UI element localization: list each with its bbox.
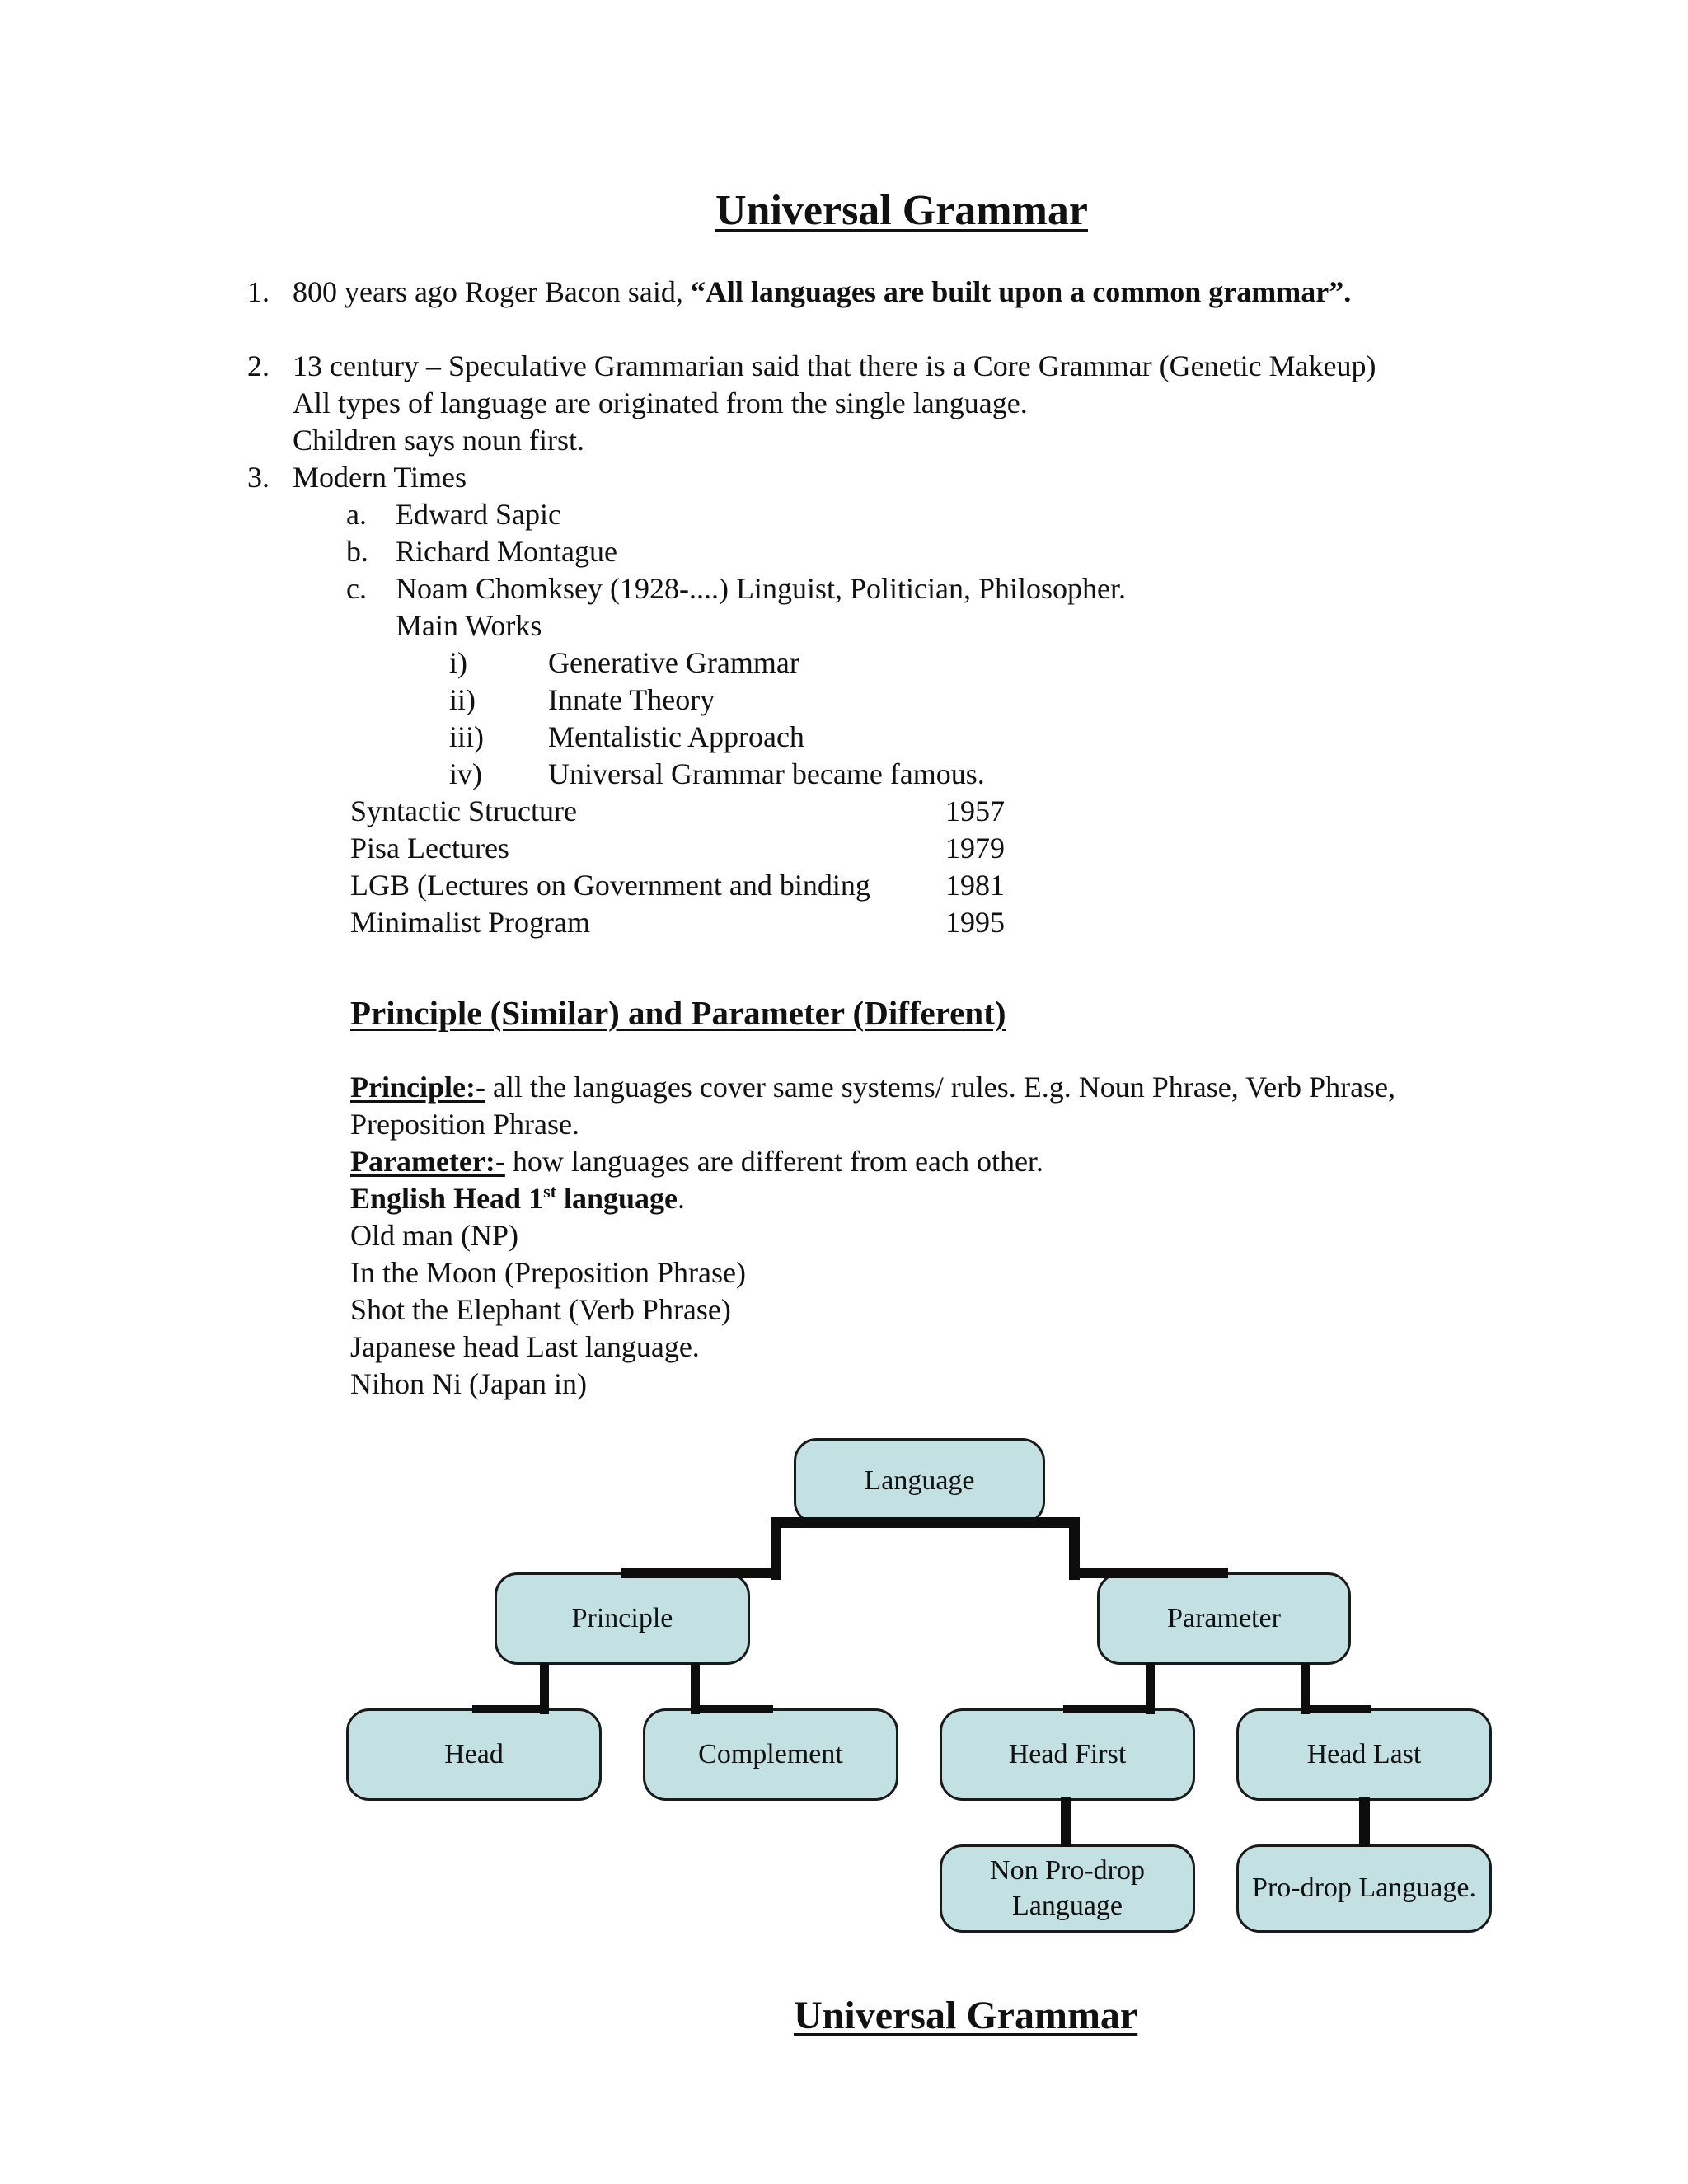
parameter-text: how languages are different from each ot… xyxy=(504,1145,1043,1178)
principle-text: all the languages cover same systems/ ru… xyxy=(485,1071,1396,1104)
principle-label: Principle:- xyxy=(350,1071,485,1104)
connector xyxy=(1063,1705,1155,1713)
node-pro-drop: Pro-drop Language. xyxy=(1236,1844,1492,1933)
list-marker: 3. xyxy=(247,461,270,494)
list-marker: iii) xyxy=(449,720,484,753)
principle-parameter-block: Principle:- all the languages cover same… xyxy=(350,1069,1587,1403)
parameter-definition: Parameter:- how languages are different … xyxy=(350,1143,1587,1180)
sub-item-a-text: Edward Sapic xyxy=(396,498,561,531)
roman-item-iv-text: Universal Grammar became famous. xyxy=(548,757,985,790)
principle-definition-line2: Preposition Phrase. xyxy=(350,1108,579,1141)
node-complement: Complement xyxy=(643,1708,898,1801)
connector xyxy=(771,1517,1080,1528)
connector xyxy=(1301,1705,1371,1713)
section-heading: Principle (Similar) and Parameter (Diffe… xyxy=(350,994,1006,1032)
list-marker: 2. xyxy=(247,349,270,382)
list-item-3: 3. Modern Times xyxy=(0,459,1688,496)
sub-item-a: a. Edward Sapic xyxy=(0,496,1688,533)
footer-heading: Universal Grammar xyxy=(794,1994,1138,2037)
node-head: Head xyxy=(346,1708,602,1801)
work-row: Pisa Lectures 1979 xyxy=(0,830,1688,867)
work-year: 1957 xyxy=(945,794,1005,827)
list-marker: c. xyxy=(346,572,367,605)
work-year: 1981 xyxy=(945,869,1005,902)
main-works-label: Main Works xyxy=(396,609,542,642)
roman-item-ii-text: Innate Theory xyxy=(548,683,715,716)
list-item-2: 2. 13 century – Speculative Grammarian sa… xyxy=(0,348,1688,385)
roman-item-iii-text: Mentalistic Approach xyxy=(548,720,804,753)
node-head-first: Head First xyxy=(940,1708,1195,1801)
roman-item-ii: ii) Innate Theory xyxy=(0,682,1688,719)
example-line: In the Moon (Preposition Phrase) xyxy=(350,1256,746,1289)
connector xyxy=(1069,1517,1080,1580)
work-title: Syntactic Structure xyxy=(350,794,577,827)
sub-item-c-text: Noam Chomksey (1928-....) Linguist, Poli… xyxy=(396,572,1126,605)
list-marker: 1. xyxy=(247,275,270,308)
connector xyxy=(1069,1568,1228,1578)
work-title: Minimalist Program xyxy=(350,906,590,939)
node-head-last: Head Last xyxy=(1236,1708,1492,1801)
connector xyxy=(540,1663,549,1714)
connector xyxy=(472,1705,549,1713)
example-line: Shot the Elephant (Verb Phrase) xyxy=(350,1293,731,1326)
notes-list: 1. 800 years ago Roger Bacon said, “All l… xyxy=(0,274,1688,941)
sub-item-b-text: Richard Montague xyxy=(396,535,617,568)
connector xyxy=(691,1663,700,1714)
work-row: LGB (Lectures on Government and binding 1… xyxy=(0,867,1688,904)
parameter-label: Parameter:- xyxy=(350,1145,505,1178)
list-item-3-text: Modern Times xyxy=(293,461,467,494)
english-head-period: . xyxy=(678,1182,685,1215)
page-title: Universal Grammar xyxy=(715,187,1088,234)
blank-line xyxy=(0,311,1688,348)
roman-item-iv: iv) Universal Grammar became famous. xyxy=(0,756,1688,793)
work-title: Pisa Lectures xyxy=(350,832,509,865)
list-item-2-line3: Children says noun first. xyxy=(293,424,584,457)
sub-item-c: c. Noam Chomksey (1928-....) Linguist, Po… xyxy=(0,570,1688,607)
connector xyxy=(771,1517,781,1580)
sub-item-b: b. Richard Montague xyxy=(0,533,1688,570)
ordinal-superscript: st xyxy=(543,1181,556,1202)
work-year: 1979 xyxy=(945,832,1005,865)
work-row: Minimalist Program 1995 xyxy=(0,904,1688,941)
list-item-2-line1: 13 century – Speculative Grammarian said… xyxy=(293,349,1376,382)
example-line: Old man (NP) xyxy=(350,1219,518,1252)
example-line: Nihon Ni (Japan in) xyxy=(350,1367,587,1400)
connector xyxy=(1146,1663,1155,1714)
list-item-1-text: 800 years ago Roger Bacon said, xyxy=(293,275,691,308)
work-title: LGB (Lectures on Government and binding xyxy=(350,869,870,902)
list-item-1-quote: “All languages are built upon a common g… xyxy=(690,275,1352,308)
node-non-pro-drop: Non Pro-drop Language xyxy=(940,1844,1195,1933)
list-marker: i) xyxy=(449,646,467,679)
universal-grammar-tree-diagram: Language Principle Parameter Head Comple… xyxy=(0,1438,1688,1945)
list-marker: iv) xyxy=(449,757,482,790)
work-row: Syntactic Structure 1957 xyxy=(0,793,1688,830)
english-head-line: English Head 1st language. xyxy=(350,1180,1587,1217)
list-item-2-line2: All types of language are originated fro… xyxy=(293,387,1028,419)
node-language: Language xyxy=(794,1438,1045,1525)
connector xyxy=(621,1568,781,1578)
list-item-1: 1. 800 years ago Roger Bacon said, “All l… xyxy=(0,274,1688,311)
principle-definition-line1: Principle:- all the languages cover same… xyxy=(350,1069,1587,1106)
work-year: 1995 xyxy=(945,906,1005,939)
list-marker: b. xyxy=(346,535,368,568)
connector xyxy=(1301,1663,1310,1714)
english-head-pre: English Head 1 xyxy=(350,1182,544,1215)
roman-item-i-text: Generative Grammar xyxy=(548,646,799,679)
roman-item-i: i) Generative Grammar xyxy=(0,644,1688,682)
example-line: Japanese head Last language. xyxy=(350,1330,700,1363)
node-parameter: Parameter xyxy=(1097,1572,1351,1665)
english-head-post: language xyxy=(556,1182,678,1215)
node-principle: Principle xyxy=(495,1572,750,1665)
roman-item-iii: iii) Mentalistic Approach xyxy=(0,719,1688,756)
connector xyxy=(1359,1797,1370,1847)
list-marker: a. xyxy=(346,498,367,531)
connector xyxy=(1061,1797,1071,1847)
connector xyxy=(691,1705,773,1713)
list-marker: ii) xyxy=(449,683,476,716)
